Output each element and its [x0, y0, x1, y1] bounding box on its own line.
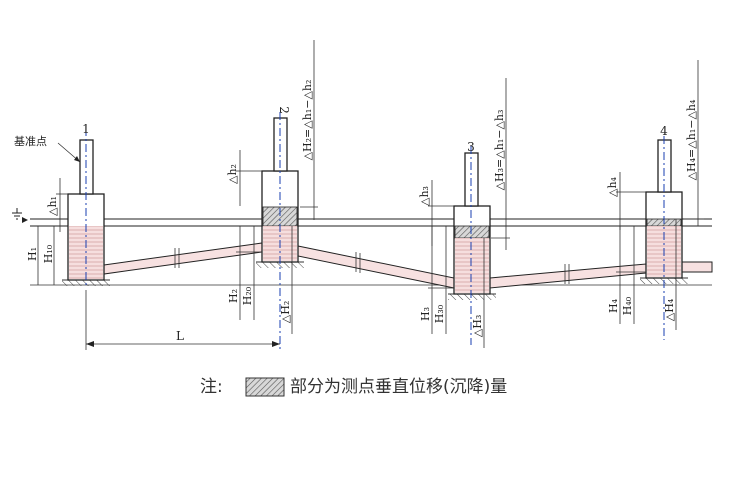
H-label-4: H₄	[607, 298, 620, 313]
measuring-point-2	[256, 112, 304, 350]
dH-label-2: △H₂	[279, 301, 292, 323]
note-legend: 注: 部分为测点垂直位移(沉降)量	[200, 377, 507, 397]
formula-4: △H₄=△h₁−△h₄	[685, 99, 698, 180]
span-label: L	[176, 329, 184, 343]
dh-label-3: △h₃	[418, 186, 431, 206]
benchmark-label: 基准点	[14, 135, 47, 148]
dh-label-1: △h₁	[46, 196, 59, 216]
point-number-2: 2	[277, 106, 291, 114]
point-number-4: 4	[660, 124, 668, 138]
H-label-2: H₂	[227, 289, 240, 303]
point-number-1: 1	[82, 122, 90, 136]
H0-label-3: H₃₀	[433, 304, 446, 323]
note-prefix: 注:	[200, 377, 223, 397]
formula-2: △H₂=△h₁−△h₂	[301, 80, 314, 161]
H-label-1: H₁	[26, 247, 39, 261]
H0-label-1: H₁₀	[42, 244, 55, 263]
H0-label-4: H₄₀	[621, 296, 634, 315]
benchmark-symbol	[12, 208, 28, 223]
dh-label-2: △h₂	[226, 164, 239, 184]
connecting-pipes	[103, 242, 713, 289]
H-label-3: H₃	[419, 307, 432, 321]
note-text: 部分为测点垂直位移(沉降)量	[290, 377, 507, 397]
dH-label-4: △H₄	[663, 298, 676, 321]
measuring-point-1	[62, 128, 110, 288]
dh-label-4: △h₄	[606, 176, 619, 197]
formula-3: △H₃=△h₁−△h₃	[493, 110, 506, 191]
point-number-3: 3	[467, 140, 475, 154]
H0-label-2: H₂₀	[241, 286, 254, 305]
settlement-swatch	[245, 377, 285, 397]
dH-label-3: △H₃	[471, 315, 484, 337]
